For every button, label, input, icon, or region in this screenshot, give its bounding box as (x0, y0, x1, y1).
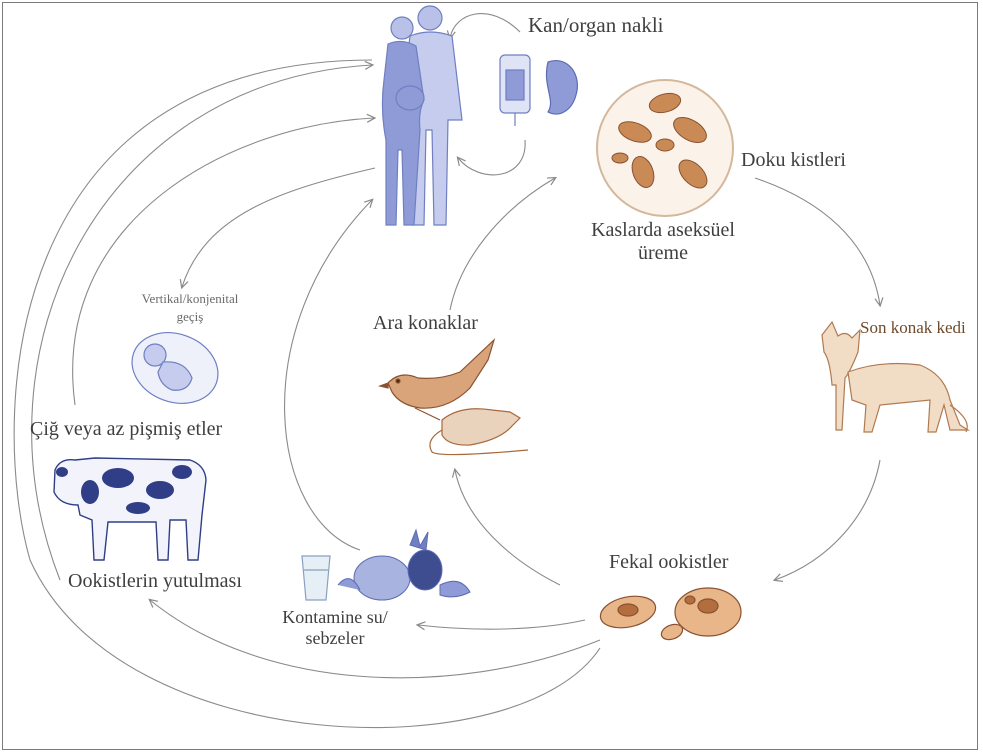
label-raw-meat: Çiğ veya az pişmiş etler (30, 418, 222, 441)
label-vertical-line1: Vertikal/konjenital (120, 290, 260, 308)
label-asexual: Kaslarda aseksüel üreme (568, 219, 758, 265)
blood-bag-icon (500, 55, 530, 126)
label-intermediate-hosts: Ara konaklar (373, 312, 478, 335)
rat-icon (430, 409, 528, 455)
vegetables-icon (338, 530, 470, 600)
label-contaminated: Kontamine su/ sebzeler (270, 607, 400, 648)
label-tissue-cysts: Doku kistleri (741, 149, 846, 172)
label-vertical: Vertikal/konjenital geçiş (120, 290, 260, 325)
label-fecal-oocysts: Fekal ookistler (609, 551, 728, 574)
tissue-cyst-icon (597, 80, 733, 216)
kidney-icon (546, 61, 577, 114)
label-definitive-host: Son konak kedi (860, 318, 966, 338)
label-transplant: Kan/organ nakli (528, 13, 664, 37)
label-contaminated-line2: sebzeler (270, 628, 400, 649)
label-asexual-line2: üreme (568, 242, 758, 265)
cow-icon (54, 458, 206, 560)
bird-icon (380, 340, 494, 420)
humans-icon (382, 6, 462, 225)
fetus-icon (122, 321, 228, 415)
label-vertical-line2: geçiş (120, 308, 260, 326)
cat-icon (822, 322, 968, 432)
oocyst-icon (597, 588, 741, 642)
water-glass-icon (302, 556, 330, 600)
label-contaminated-line1: Kontamine su/ (270, 607, 400, 628)
label-oocyst-ingestion: Ookistlerin yutulması (68, 570, 242, 593)
label-asexual-line1: Kaslarda aseksüel (568, 219, 758, 242)
